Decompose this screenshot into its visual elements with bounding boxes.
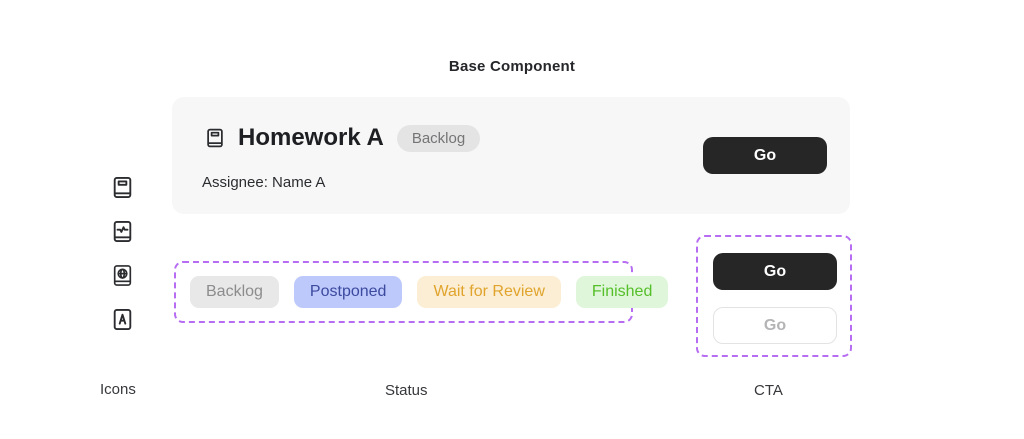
card-header-row: Homework A Backlog bbox=[202, 124, 481, 152]
cta-go-button-primary[interactable]: Go bbox=[713, 253, 837, 290]
card-assignee-text: Assignee: Name A bbox=[202, 174, 326, 191]
status-badge: Wait for Review bbox=[417, 276, 561, 308]
card-go-button[interactable]: Go bbox=[703, 137, 827, 174]
status-badge: Backlog bbox=[190, 276, 279, 308]
section-label-icons: Icons bbox=[100, 381, 136, 398]
icon-variants-column bbox=[110, 175, 135, 332]
section-label-cta: CTA bbox=[754, 382, 783, 399]
base-component-card: Homework A Backlog Assignee: Name A Go bbox=[172, 97, 850, 214]
status-badge: Postponed bbox=[293, 276, 403, 308]
status-variants-group: Backlog Postponed Wait for Review Finish… bbox=[174, 261, 669, 323]
status-badge: Finished bbox=[575, 276, 669, 308]
book-icon bbox=[110, 175, 135, 200]
section-label-status: Status bbox=[385, 382, 428, 399]
card-status-badge: Backlog bbox=[396, 124, 481, 152]
page-title: Base Component bbox=[448, 58, 576, 75]
book-icon bbox=[202, 126, 227, 151]
card-title: Homework A bbox=[238, 124, 384, 151]
cta-go-button-disabled[interactable]: Go bbox=[713, 307, 837, 344]
globe-book-icon bbox=[110, 263, 135, 288]
activity-book-icon bbox=[110, 219, 135, 244]
letter-a-book-icon bbox=[110, 307, 135, 332]
cta-variants-group: Go Go bbox=[696, 235, 852, 357]
